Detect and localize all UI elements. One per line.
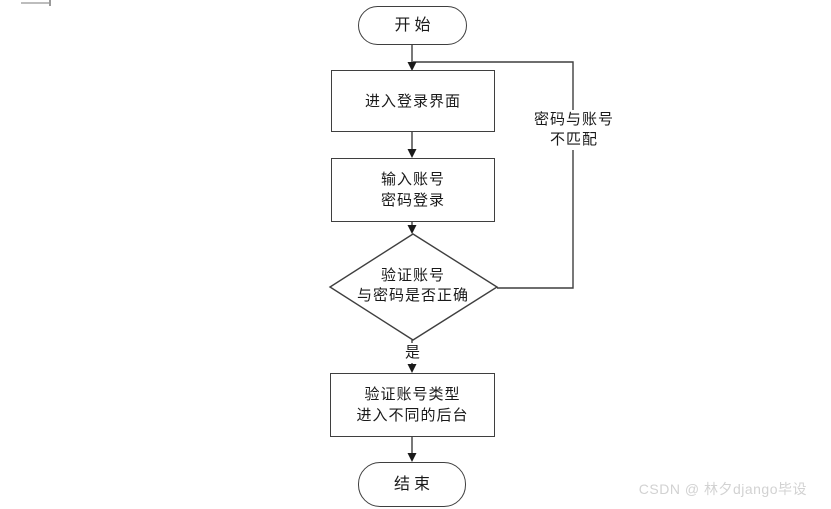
mismatch-edge-label: 密码与账号 不匹配 [528, 110, 620, 150]
arrowhead-enter-login [407, 62, 417, 71]
verify-credentials-decision-label: 验证账号 与密码是否正确 [356, 267, 469, 304]
fragment-horizontal-bar [21, 2, 51, 4]
arrowhead-end [407, 453, 417, 462]
arrowhead-verify-type [407, 364, 417, 373]
csdn-watermark: CSDN @ 林夕django毕设 [638, 481, 807, 497]
arrowhead-input [407, 149, 417, 158]
input-account-node: 输入账号 密码登录 [331, 158, 495, 222]
yes-edge-label: 是 [398, 343, 428, 363]
decision-diamond-shape [328, 233, 499, 341]
start-node: 开始 [358, 6, 467, 45]
enter-login-node: 进入登录界面 [331, 70, 495, 132]
arrowhead-decision [407, 225, 417, 234]
edge-mismatch-loop [413, 61, 574, 289]
fragment-vertical-tick [49, 0, 51, 6]
end-node: 结束 [358, 462, 466, 507]
verify-account-type-node: 验证账号类型 进入不同的后台 [330, 373, 495, 437]
